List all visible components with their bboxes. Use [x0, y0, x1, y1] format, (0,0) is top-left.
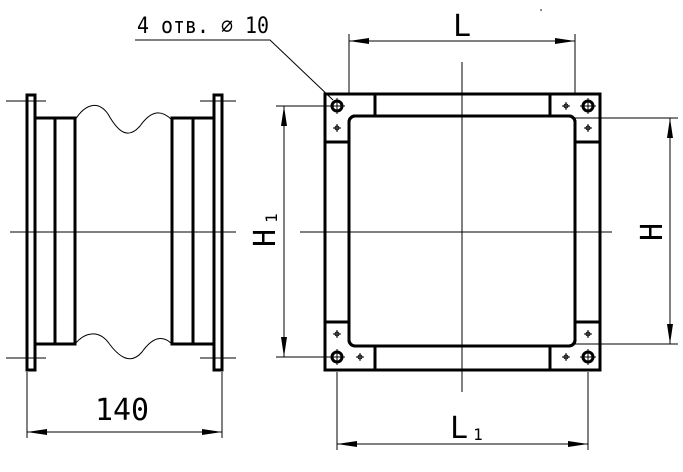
dim-140-arrow-right	[202, 429, 222, 435]
dim-H1-arrow-bottom	[281, 337, 287, 357]
dim-L1-arrow-left	[337, 441, 357, 447]
bolt-hole-bottom-right	[580, 349, 596, 365]
fabric-break-top	[74, 105, 173, 134]
dim-L-arrow-left	[349, 38, 369, 44]
holes-note-label: 4 отв. ⌀ 10	[137, 14, 269, 39]
dim-140-arrow-left	[27, 429, 47, 435]
side-view: 140	[6, 93, 236, 438]
dim-L1-label: L	[450, 411, 468, 446]
fabric-break-bottom	[74, 333, 173, 360]
dim-L-arrow-right	[555, 38, 575, 44]
rivet-marks	[333, 102, 592, 361]
flange-outer-frame	[323, 92, 602, 372]
dim-H-arrow-top	[667, 118, 673, 138]
dim-H-label: H	[635, 223, 670, 241]
bolt-hole-top-right	[580, 98, 596, 114]
dim-H1-subscript: 1	[262, 213, 281, 223]
holes-note-leader	[135, 39, 334, 101]
dim-H1-arrow-top	[281, 106, 287, 126]
dim-L-label: L	[453, 9, 471, 44]
stray-mark	[540, 9, 542, 11]
dim-H-arrow-bottom	[667, 324, 673, 344]
front-view: 4 отв. ⌀ 10 L L 1 H 1 H	[135, 9, 678, 450]
dim-L1-arrow-right	[568, 441, 588, 447]
dim-L1-subscript: 1	[473, 425, 483, 444]
dim-140-label: 140	[95, 393, 149, 428]
dim-H1-label: H	[248, 229, 283, 247]
